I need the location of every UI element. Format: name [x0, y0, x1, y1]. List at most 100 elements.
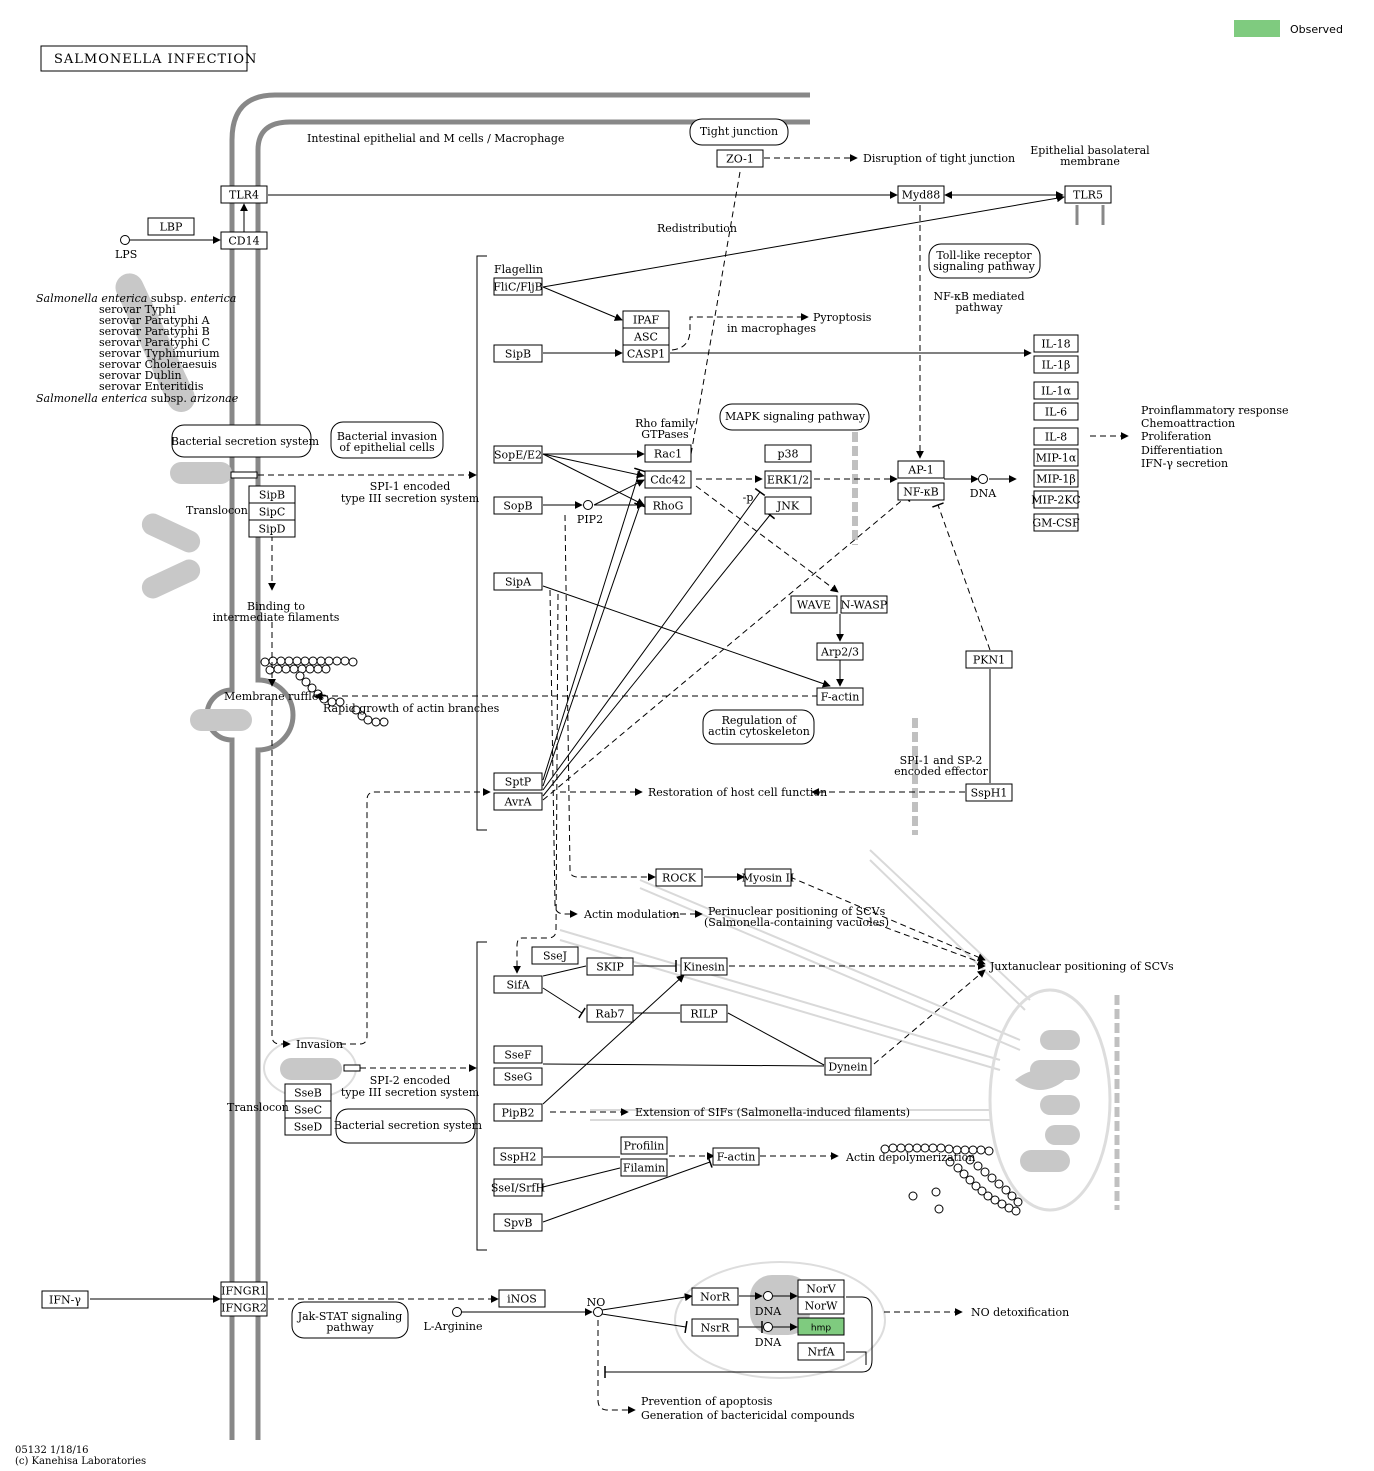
gene-box[interactable] — [493, 1045, 543, 1064]
gene-box[interactable] — [764, 444, 812, 463]
gene-box[interactable] — [644, 470, 692, 489]
gene-box[interactable] — [1033, 402, 1079, 421]
gene-gmcsf[interactable]: GM-CSF — [1032, 513, 1080, 532]
gene-profilin[interactable]: Profilin — [620, 1136, 668, 1155]
gene-box[interactable] — [1064, 185, 1112, 204]
gene-ssej[interactable]: SseJ — [531, 946, 579, 965]
gene-box[interactable] — [220, 1298, 268, 1317]
gene-lbp[interactable]: LBP — [147, 217, 195, 236]
gene-box[interactable] — [897, 185, 945, 204]
gene-il8[interactable]: IL-8 — [1033, 427, 1079, 446]
gene-box[interactable] — [586, 1004, 634, 1023]
gene-ifng[interactable]: IFN-γ — [41, 1290, 89, 1309]
gene-box[interactable] — [248, 519, 296, 538]
gene-ap1[interactable]: AP-1 — [897, 460, 945, 479]
gene-arp23[interactable]: Arp2/3 — [816, 642, 864, 661]
gene-il6[interactable]: IL-6 — [1033, 402, 1079, 421]
gene-ssec[interactable]: SseC — [284, 1100, 332, 1119]
gene-spvb[interactable]: SpvB — [493, 1213, 543, 1232]
gene-box[interactable] — [620, 1136, 668, 1155]
gene-tlr5[interactable]: TLR5 — [1064, 185, 1112, 204]
gene-box[interactable] — [655, 868, 703, 887]
gene-filamin[interactable]: Filamin — [620, 1158, 668, 1177]
gene-mip1b[interactable]: MIP-1β — [1033, 469, 1079, 488]
gene-ssed[interactable]: SseD — [284, 1117, 332, 1136]
gene-sipd[interactable]: SipD — [248, 519, 296, 538]
gene-ifngr2[interactable]: IFNGR2 — [220, 1298, 268, 1317]
gene-box[interactable] — [493, 1103, 543, 1122]
gene-sipb[interactable]: SipB — [493, 344, 543, 363]
gene-norr[interactable]: NorR — [691, 1287, 739, 1306]
gene-box[interactable] — [622, 344, 670, 363]
gene-box[interactable] — [691, 1318, 739, 1337]
gene-box[interactable] — [493, 792, 543, 811]
gene-factin2[interactable]: F-actin — [712, 1147, 760, 1166]
gene-box[interactable] — [1033, 469, 1079, 488]
gene-box[interactable] — [816, 687, 864, 706]
gene-box[interactable] — [493, 344, 543, 363]
gene-box[interactable] — [220, 231, 268, 250]
gene-box[interactable] — [586, 957, 634, 976]
gene-rab7[interactable]: Rab7 — [586, 1004, 634, 1023]
gene-skip[interactable]: SKIP — [586, 957, 634, 976]
gene-mip1a[interactable]: MIP-1α — [1033, 448, 1079, 467]
gene-box[interactable] — [1033, 427, 1079, 446]
gene-hmp[interactable]: hmp — [797, 1317, 845, 1336]
gene-sipc[interactable]: SipC — [248, 502, 296, 521]
gene-box[interactable] — [41, 1290, 89, 1309]
gene-zo1[interactable]: ZO-1 — [716, 149, 764, 168]
gene-rock[interactable]: ROCK — [655, 868, 703, 887]
gene-box[interactable] — [680, 957, 728, 976]
gene-box[interactable] — [691, 1287, 739, 1306]
gene-box[interactable] — [680, 1004, 728, 1023]
gene-box[interactable] — [493, 772, 543, 791]
gene-box[interactable] — [620, 1158, 668, 1177]
gene-box[interactable] — [493, 1147, 543, 1166]
gene-box[interactable] — [493, 1178, 543, 1197]
gene-box[interactable] — [147, 217, 195, 236]
gene-box[interactable] — [797, 1317, 845, 1336]
gene-box[interactable] — [965, 783, 1013, 802]
gene-box[interactable] — [1033, 490, 1079, 509]
gene-ssph2[interactable]: SspH2 — [493, 1147, 543, 1166]
gene-nrfa[interactable]: NrfA — [797, 1342, 845, 1361]
gene-box[interactable] — [531, 946, 579, 965]
gene-ssei[interactable]: SseI/SrfH — [491, 1178, 545, 1197]
gene-box[interactable] — [498, 1289, 546, 1308]
gene-box[interactable] — [1033, 448, 1079, 467]
gene-box[interactable] — [816, 642, 864, 661]
gene-box[interactable] — [1033, 334, 1079, 353]
gene-box[interactable] — [1033, 513, 1079, 532]
gene-sopb[interactable]: SopB — [493, 496, 543, 515]
gene-rilp[interactable]: RILP — [680, 1004, 728, 1023]
gene-box[interactable] — [493, 1067, 543, 1086]
gene-box[interactable] — [797, 1296, 845, 1315]
gene-box[interactable] — [797, 1342, 845, 1361]
gene-box[interactable] — [716, 149, 764, 168]
gene-sipa[interactable]: SipA — [493, 572, 543, 591]
gene-myd88[interactable]: Myd88 — [897, 185, 945, 204]
gene-rac1[interactable]: Rac1 — [644, 444, 692, 463]
gene-nsrr[interactable]: NsrR — [691, 1318, 739, 1337]
gene-sope[interactable]: SopE/E2 — [493, 445, 543, 464]
gene-box[interactable] — [644, 444, 692, 463]
gene-pkn1[interactable]: PKN1 — [965, 650, 1013, 669]
gene-cd14[interactable]: CD14 — [220, 231, 268, 250]
gene-casp1[interactable]: CASP1 — [622, 344, 670, 363]
gene-pipb2[interactable]: PipB2 — [493, 1103, 543, 1122]
gene-il1b[interactable]: IL-1β — [1033, 355, 1079, 374]
gene-box[interactable] — [493, 975, 543, 994]
gene-il18[interactable]: IL-18 — [1033, 334, 1079, 353]
gene-asc[interactable]: ASC — [622, 327, 670, 346]
gene-ssph1[interactable]: SspH1 — [965, 783, 1013, 802]
gene-box[interactable] — [493, 445, 543, 464]
gene-sipb2[interactable]: SipB — [248, 485, 296, 504]
gene-box[interactable] — [897, 482, 945, 501]
gene-nwasp[interactable]: N-WASP — [840, 595, 888, 614]
gene-myosin[interactable]: Myosin II — [742, 868, 795, 887]
gene-il1a[interactable]: IL-1α — [1033, 381, 1079, 400]
gene-box[interactable] — [1033, 381, 1079, 400]
gene-rhog[interactable]: RhoG — [644, 496, 692, 515]
gene-box[interactable] — [644, 496, 692, 515]
gene-box[interactable] — [764, 470, 812, 489]
